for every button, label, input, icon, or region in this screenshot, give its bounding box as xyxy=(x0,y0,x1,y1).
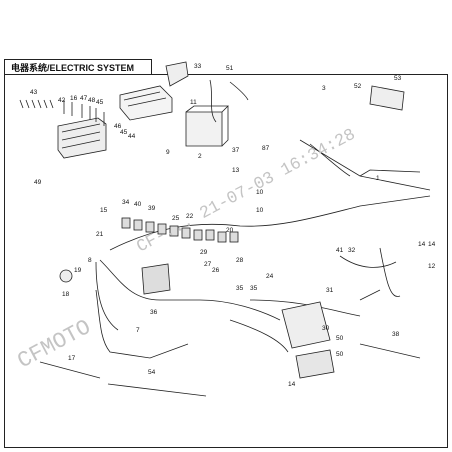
callout-label: 45 xyxy=(96,99,104,106)
callout-label: 34 xyxy=(122,199,130,206)
callout-label: 17 xyxy=(68,355,76,362)
callout-label: 50 xyxy=(336,335,344,342)
callout-label: 10 xyxy=(256,207,264,214)
callout-label: 7 xyxy=(136,327,140,334)
callout-label: 12 xyxy=(428,263,436,270)
watermark-stamp: CF-... 21-07-03 16:34:28 xyxy=(134,126,359,258)
parts-drawing xyxy=(19,61,431,397)
callout-label: 38 xyxy=(392,331,400,338)
callout-label: 9 xyxy=(166,149,170,156)
callout-label: 50 xyxy=(336,351,344,358)
callout-label: 51 xyxy=(226,65,234,72)
callout-label: 48 xyxy=(88,97,96,104)
callout-label: 27 xyxy=(204,261,212,268)
callout-label: 87 xyxy=(262,145,270,152)
callout-label: 35 xyxy=(236,285,244,292)
callout-label: 24 xyxy=(266,273,274,280)
callout-label: 41 xyxy=(336,247,344,254)
callout-label: 15 xyxy=(100,207,108,214)
callout-label: 46 xyxy=(114,123,122,130)
callout-label: 21 xyxy=(96,231,104,238)
callout-label: 47 xyxy=(80,95,88,102)
callout-labels: 33 51 3 52 53 11 43 42 16 47 48 45 46 45… xyxy=(30,63,436,388)
callout-label: 42 xyxy=(58,97,66,104)
callout-label: 43 xyxy=(30,89,38,96)
callout-label: 2 xyxy=(198,153,202,160)
callout-label: 45 xyxy=(120,129,128,136)
callout-label: 36 xyxy=(150,309,158,316)
callout-label: 11 xyxy=(190,99,197,106)
callout-label: 14 xyxy=(418,241,426,248)
callout-label: 22 xyxy=(186,213,194,220)
callout-label: 8 xyxy=(88,257,92,264)
callout-label: 44 xyxy=(128,133,136,140)
callout-label: 40 xyxy=(134,201,142,208)
callout-label: 3 xyxy=(322,85,326,92)
callout-label: 49 xyxy=(34,179,42,186)
callout-label: 39 xyxy=(148,205,156,212)
callout-label: 32 xyxy=(348,247,356,254)
callout-label: 19 xyxy=(74,267,82,274)
callout-label: 52 xyxy=(354,83,362,90)
callout-label: 35 xyxy=(250,285,258,292)
callout-label: 30 xyxy=(322,325,330,332)
callout-label: 54 xyxy=(148,369,156,376)
callout-label: 53 xyxy=(394,75,402,82)
diagram-frame xyxy=(4,74,448,448)
callout-label: 1 xyxy=(376,175,380,182)
callout-label: 20 xyxy=(226,227,234,234)
callout-label: 26 xyxy=(212,267,220,274)
diagram-title: 电器系统/ELECTRIC SYSTEM xyxy=(4,59,152,75)
callout-label: 18 xyxy=(62,291,70,298)
callout-label: 29 xyxy=(200,249,208,256)
callout-label: 14 xyxy=(288,381,296,388)
callout-label: 37 xyxy=(232,147,240,154)
callout-label: 33 xyxy=(194,63,202,70)
callout-label: 25 xyxy=(172,215,180,222)
callout-label: 16 xyxy=(70,95,78,102)
callout-label: 14 xyxy=(428,241,436,248)
callout-label: 31 xyxy=(326,287,334,294)
callout-label: 10 xyxy=(256,189,264,196)
callout-label: 28 xyxy=(236,257,244,264)
callout-label: 13 xyxy=(232,167,240,174)
watermark-brand: CFMOTO xyxy=(14,315,96,374)
